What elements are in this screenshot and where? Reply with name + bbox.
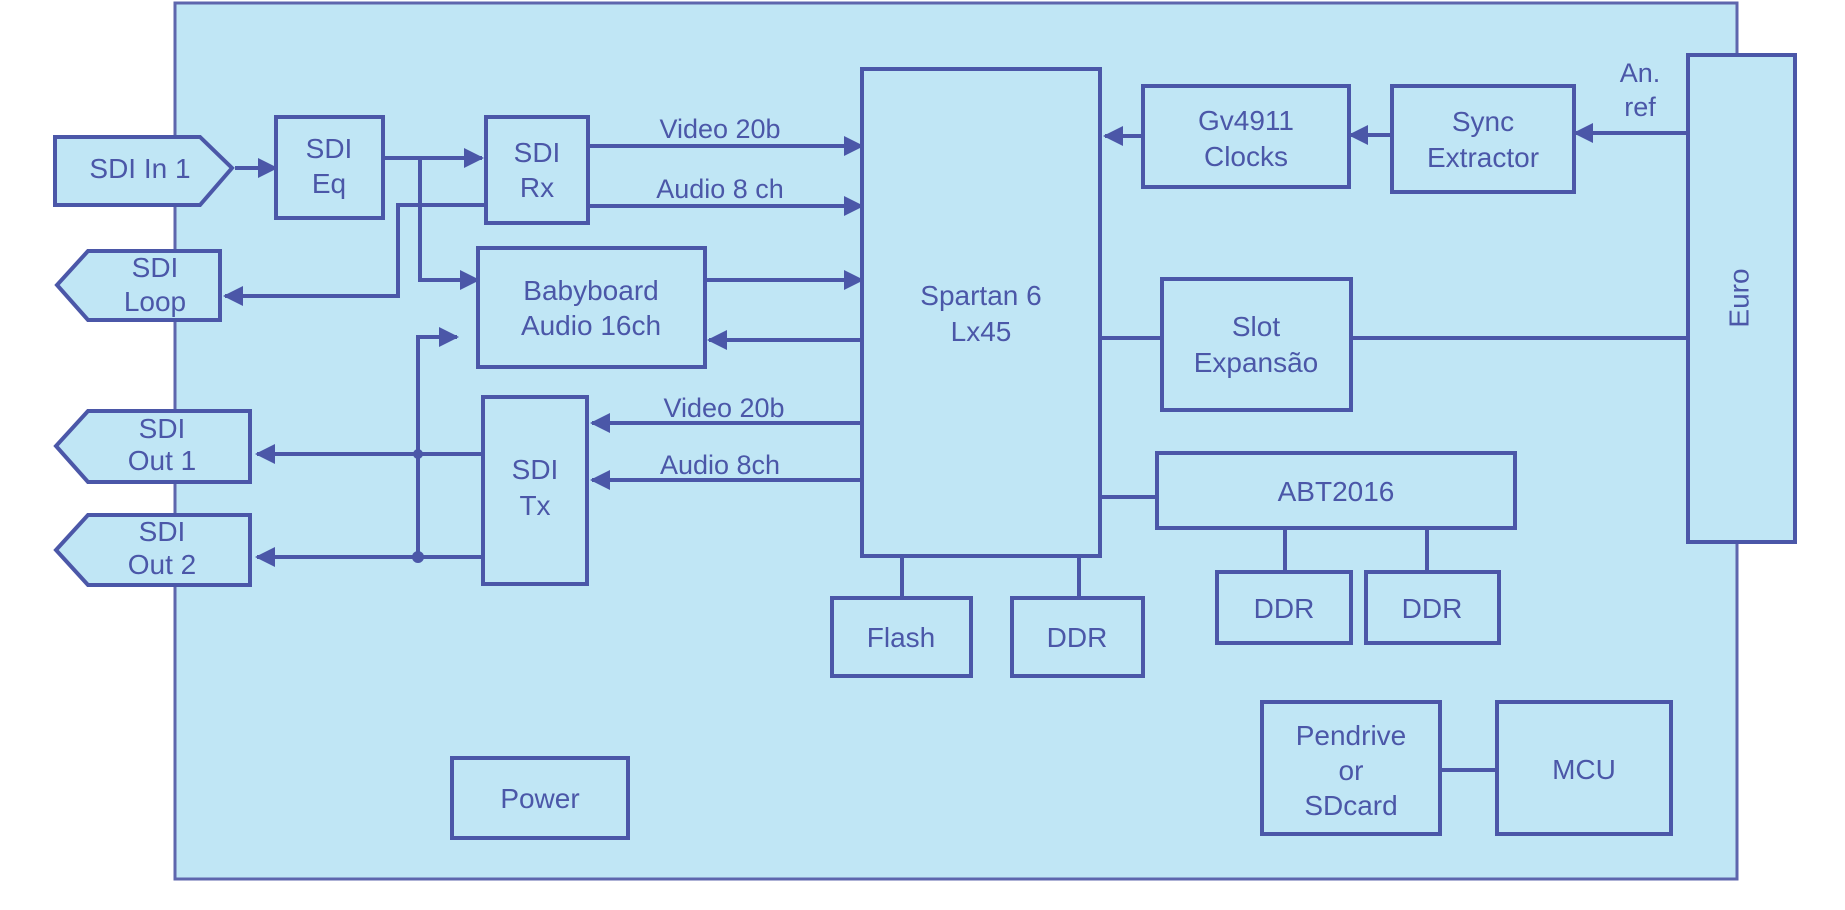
- connector-label-line-1: SDI: [139, 516, 186, 547]
- block-label: DDR: [1047, 622, 1108, 653]
- block-clocks: Gv4911 Clocks: [1141, 84, 1351, 189]
- block-flash: Flash: [830, 596, 973, 678]
- block-label-line-1: Sync: [1452, 106, 1514, 137]
- connector-label-line-2: Loop: [124, 286, 186, 317]
- block-mcu: MCU: [1495, 700, 1673, 836]
- block-label: DDR: [1402, 593, 1463, 624]
- connector-label-line-1: SDI: [139, 413, 186, 444]
- block-label: Power: [500, 783, 579, 814]
- signal-label-ref-line-2: ref: [1624, 92, 1656, 122]
- connector-sdi-in-1: SDI In 1: [53, 135, 235, 207]
- block-label-line-1: Spartan 6: [920, 280, 1041, 311]
- block-label-line-1: Pendrive: [1296, 720, 1407, 751]
- block-label: Euro: [1723, 268, 1754, 327]
- signal-label-tx-video: Video 20b: [663, 393, 784, 423]
- block-label-line-1: SDI: [512, 454, 559, 485]
- block-label-line-1: Babyboard: [523, 275, 658, 306]
- block-ddr-a: DDR: [1215, 570, 1353, 645]
- block-label-line-1: SDI: [514, 137, 561, 168]
- block-sync-extractor: Sync Extractor: [1390, 84, 1576, 194]
- block-label-line-1: SDI: [306, 133, 353, 164]
- connector-sdi-out-1: SDI Out 1: [53, 409, 252, 484]
- block-fpga: Spartan 6 Lx45: [860, 67, 1102, 558]
- block-sdi-rx: SDI Rx: [484, 115, 590, 225]
- block-label-line-2: Clocks: [1204, 141, 1288, 172]
- signal-label-ref-line-1: An.: [1620, 58, 1661, 88]
- signal-label-rx-video: Video 20b: [659, 114, 780, 144]
- connector-label-line-2: Out 1: [128, 445, 196, 476]
- block-label-line-1: Gv4911: [1198, 105, 1294, 136]
- block-pendrive: Pendrive or SDcard: [1260, 700, 1442, 836]
- block-ddr-b: DDR: [1364, 570, 1501, 645]
- signal-label-tx-audio: Audio 8ch: [660, 450, 780, 480]
- connector-sdi-out-2: SDI Out 2: [53, 513, 252, 587]
- block-euro: Euro: [1686, 53, 1797, 544]
- block-label: DDR: [1254, 593, 1315, 624]
- junction-dot: [412, 551, 424, 563]
- block-label-line-2: or: [1339, 755, 1364, 786]
- block-label-line-3: SDcard: [1304, 790, 1397, 821]
- block-label: MCU: [1552, 754, 1616, 785]
- block-label-line-2: Tx: [519, 490, 550, 521]
- block-label-line-2: Expansão: [1194, 347, 1319, 378]
- block-label: ABT2016: [1278, 476, 1395, 507]
- block-label-line-2: Extractor: [1427, 142, 1539, 173]
- block-label-line-2: Audio 16ch: [521, 310, 661, 341]
- connector-label-line-2: Out 2: [128, 549, 196, 580]
- block-sdi-tx: SDI Tx: [481, 395, 589, 586]
- block-abt2016: ABT2016: [1155, 451, 1517, 530]
- block-babyboard: Babyboard Audio 16ch: [476, 246, 707, 369]
- block-label-line-1: Slot: [1232, 311, 1280, 342]
- block-ddr-fpga: DDR: [1010, 596, 1145, 678]
- block-slot-expansion: Slot Expansão: [1160, 277, 1353, 412]
- block-power: Power: [450, 756, 630, 840]
- signal-label-rx-audio: Audio 8 ch: [656, 174, 784, 204]
- connector-label: SDI In 1: [89, 153, 190, 184]
- junction-dot: [413, 449, 423, 459]
- connector-sdi-loop: SDI Loop: [54, 249, 222, 322]
- block-label-line-2: Rx: [520, 172, 554, 203]
- block-sdi-eq: SDI Eq: [274, 115, 385, 220]
- block-label-line-2: Eq: [312, 168, 346, 199]
- connector-label-line-1: SDI: [132, 252, 179, 283]
- block-label-line-2: Lx45: [951, 316, 1012, 347]
- connection-wires: [223, 123, 1688, 772]
- block-label: Flash: [867, 622, 935, 653]
